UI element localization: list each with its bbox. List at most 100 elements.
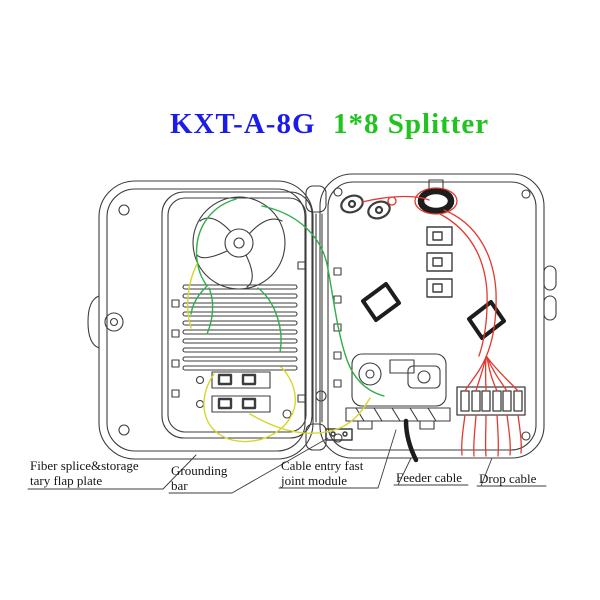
fibers-yellow: [186, 263, 371, 443]
module-foot: [357, 420, 373, 430]
fiber-red-fan: [486, 356, 498, 392]
terminal-block: [426, 278, 453, 298]
leader-feeder-cable: [393, 457, 469, 486]
mount-square: [333, 351, 342, 360]
splice-row: [182, 302, 298, 308]
fiber-red-fan: [486, 356, 508, 392]
holder-screw: [195, 399, 205, 409]
drawing-root: [27, 173, 557, 494]
spool-blade: [199, 217, 231, 232]
fiber-green: [195, 198, 237, 287]
label-cable-entry: [278, 429, 397, 489]
label-grounding-bar: [168, 437, 329, 494]
splice-row: [182, 311, 298, 317]
spool-blade: [249, 218, 283, 234]
body-screw: [333, 433, 343, 443]
callouts: [27, 429, 547, 494]
tray-mount-squares: [171, 261, 306, 403]
title-product: 1*8 Splitter: [333, 108, 489, 140]
terminal-blocks: [426, 226, 453, 298]
fiber-red-fan: [475, 356, 487, 392]
cable-clamps-top: [340, 194, 391, 220]
splice-row: [182, 293, 298, 299]
label-grounding-line2: bar: [171, 478, 188, 493]
feeder-cable: [403, 418, 419, 463]
label-flap-plate: [27, 454, 197, 490]
fiber-yellow: [249, 397, 371, 434]
module-body: [351, 353, 447, 407]
fiber-yellow: [203, 366, 296, 443]
fast-joint-module: [345, 353, 451, 430]
fibers-green: [190, 198, 385, 397]
tray-inner-outline: [167, 197, 307, 433]
wedge-clamp-left: [361, 282, 401, 322]
drop-cable-strand: [517, 414, 522, 454]
title-model: KXT-A-8G: [170, 108, 316, 140]
hinge: [305, 185, 327, 451]
body-screw: [521, 431, 531, 441]
door-hinge-screw: [104, 312, 124, 332]
fiber-yellow: [186, 263, 198, 329]
fiber-red: [361, 195, 430, 203]
module-latch-screw: [417, 370, 431, 384]
fiber-holders: [195, 371, 292, 419]
door-inner-outline: [106, 188, 306, 452]
holder-bar: [211, 371, 271, 389]
splice-row: [182, 338, 298, 344]
mount-square: [171, 359, 180, 368]
module-wheel-center: [365, 369, 375, 379]
grounding-bolt: [342, 431, 348, 437]
cable-gland: [417, 179, 455, 215]
fiber-red-fan: [486, 356, 519, 392]
adapter: [481, 390, 491, 412]
drop-cable-strand: [461, 414, 466, 456]
leader-cable-entry: [278, 429, 397, 489]
fiber-red: [443, 209, 497, 358]
adapter: [460, 390, 470, 412]
mount-square: [333, 267, 342, 276]
adapter: [502, 390, 512, 412]
mount-square: [297, 394, 306, 403]
fiber-red: [439, 213, 488, 357]
mount-square: [333, 295, 342, 304]
gland-ring: [417, 187, 455, 215]
module-base-hatch: [355, 407, 437, 422]
clamp-bolt: [347, 199, 357, 209]
wedge-clamp-right: [467, 300, 506, 340]
terminal-block: [426, 252, 453, 272]
holder-clip: [241, 373, 257, 386]
adapter: [471, 390, 481, 412]
splice-row: [182, 329, 298, 335]
door-screw-bottom: [118, 424, 130, 436]
module-base: [345, 407, 451, 422]
clamp-ring: [367, 200, 391, 220]
leader-flap-plate: [27, 454, 197, 490]
fiber-green: [257, 287, 282, 353]
holder-clip: [217, 373, 233, 386]
door-outer-outline: [98, 180, 314, 460]
mounting-tab: [543, 295, 557, 321]
module-wheel: [358, 362, 382, 386]
label-cable-entry-line1: Cable entry fast: [281, 458, 364, 473]
holder-screw: [195, 375, 205, 385]
fiber-green: [261, 205, 385, 397]
drop-cable-strand: [473, 414, 477, 457]
adapter: [513, 390, 523, 412]
fiber-red-loop: [414, 187, 458, 215]
hinge-knuckle-top: [305, 185, 327, 213]
splice-row: [182, 284, 298, 290]
terminal-block: [426, 226, 453, 246]
mount-square: [171, 329, 180, 338]
label-cable-entry-line2: joint module: [280, 473, 347, 488]
fiber-red-dot: [387, 196, 397, 206]
label-drop-cable: Drop cable: [479, 471, 537, 486]
spool-blade: [196, 250, 228, 259]
hinge-screw: [315, 390, 327, 402]
leader-grounding-bar: [168, 437, 329, 494]
body-inner-outline: [327, 181, 537, 451]
fiber-green: [206, 287, 214, 335]
drop-cable-strand: [506, 414, 511, 456]
splice-row: [182, 320, 298, 326]
holder-clip: [217, 397, 233, 410]
